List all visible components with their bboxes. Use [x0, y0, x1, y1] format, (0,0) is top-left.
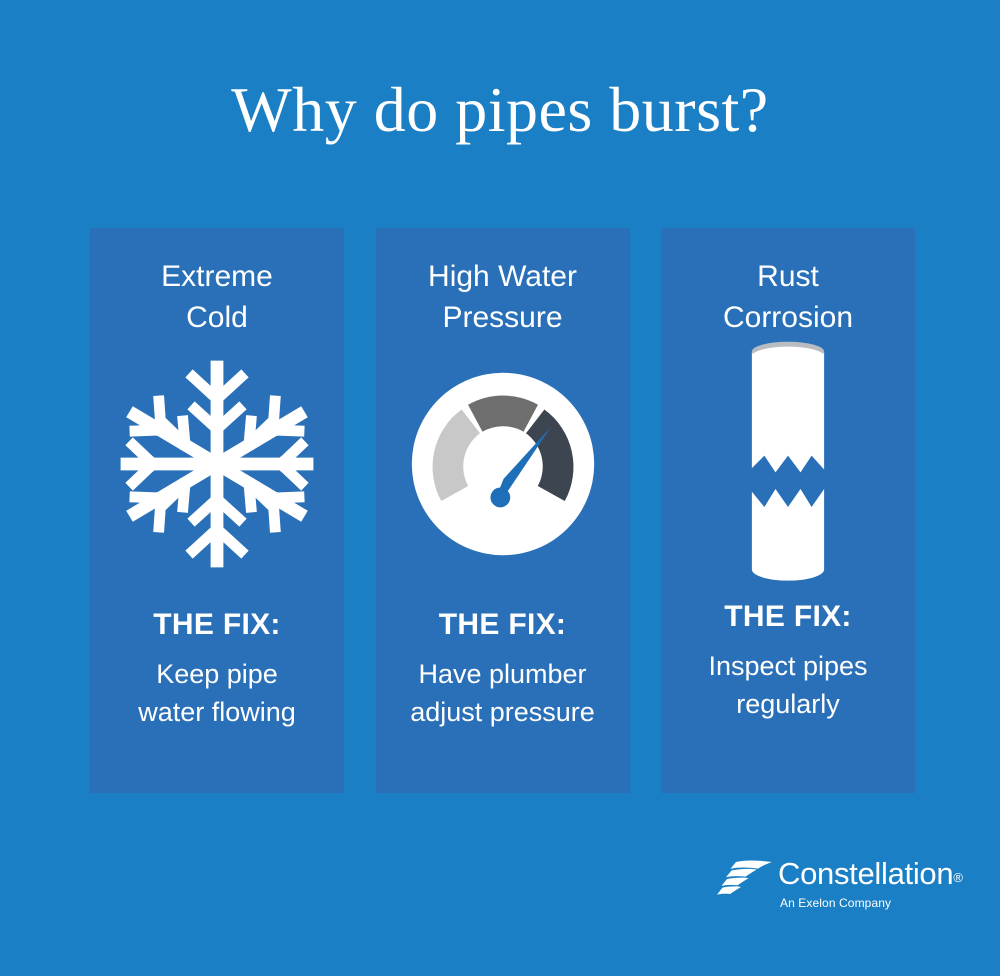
card-high-water-pressure: High Water Pressure THE FIX: — [375, 228, 630, 793]
card-rust-corrosion: Rust Corrosion THE FIX: Inspect pipes re… — [661, 228, 915, 793]
fix-text-rust-corrosion: Inspect pipes regularly — [708, 651, 868, 720]
fix-label-extreme-cold: THE FIX: — [153, 608, 281, 641]
card-heading-rust-corrosion: Rust Corrosion — [722, 260, 854, 335]
constellation-logo: Constellation® An Exelon Company — [716, 855, 963, 917]
logo-wordmark: Constellation® — [778, 858, 963, 889]
card-heading-extreme-cold: Extreme Cold — [161, 260, 273, 335]
card-extreme-cold: Extreme Cold — [90, 228, 344, 793]
logo-wordmark-text: Constellation — [778, 856, 954, 891]
pressure-gauge-icon — [408, 369, 598, 564]
fix-block-rust-corrosion: THE FIX: Inspect pipes regularly — [661, 600, 915, 724]
fix-label-high-water-pressure: THE FIX: — [438, 608, 567, 641]
page-title: Why do pipes burst? — [231, 74, 769, 145]
icon-area-high-water-pressure — [376, 336, 630, 596]
fix-text-extreme-cold: Keep pipe water flowing — [138, 659, 296, 728]
broken-pipe-icon — [746, 339, 830, 594]
reasons-card-row: Extreme Cold — [90, 228, 915, 793]
fix-block-high-water-pressure: THE FIX: Have plumber adjust pressure — [376, 608, 630, 732]
fix-label-rust-corrosion: THE FIX: — [724, 600, 852, 633]
card-heading-high-water-pressure: High Water Pressure — [428, 260, 577, 335]
icon-area-extreme-cold — [90, 336, 344, 596]
snowflake-icon — [117, 359, 317, 574]
icon-area-rust-corrosion — [661, 336, 915, 596]
fix-text-high-water-pressure: Have plumber adjust pressure — [410, 659, 595, 728]
fix-block-extreme-cold: THE FIX: Keep pipe water flowing — [90, 608, 344, 732]
constellation-swoosh-icon — [716, 859, 776, 899]
logo-tagline: An Exelon Company — [780, 896, 892, 910]
registered-trademark-icon: ® — [953, 870, 963, 885]
